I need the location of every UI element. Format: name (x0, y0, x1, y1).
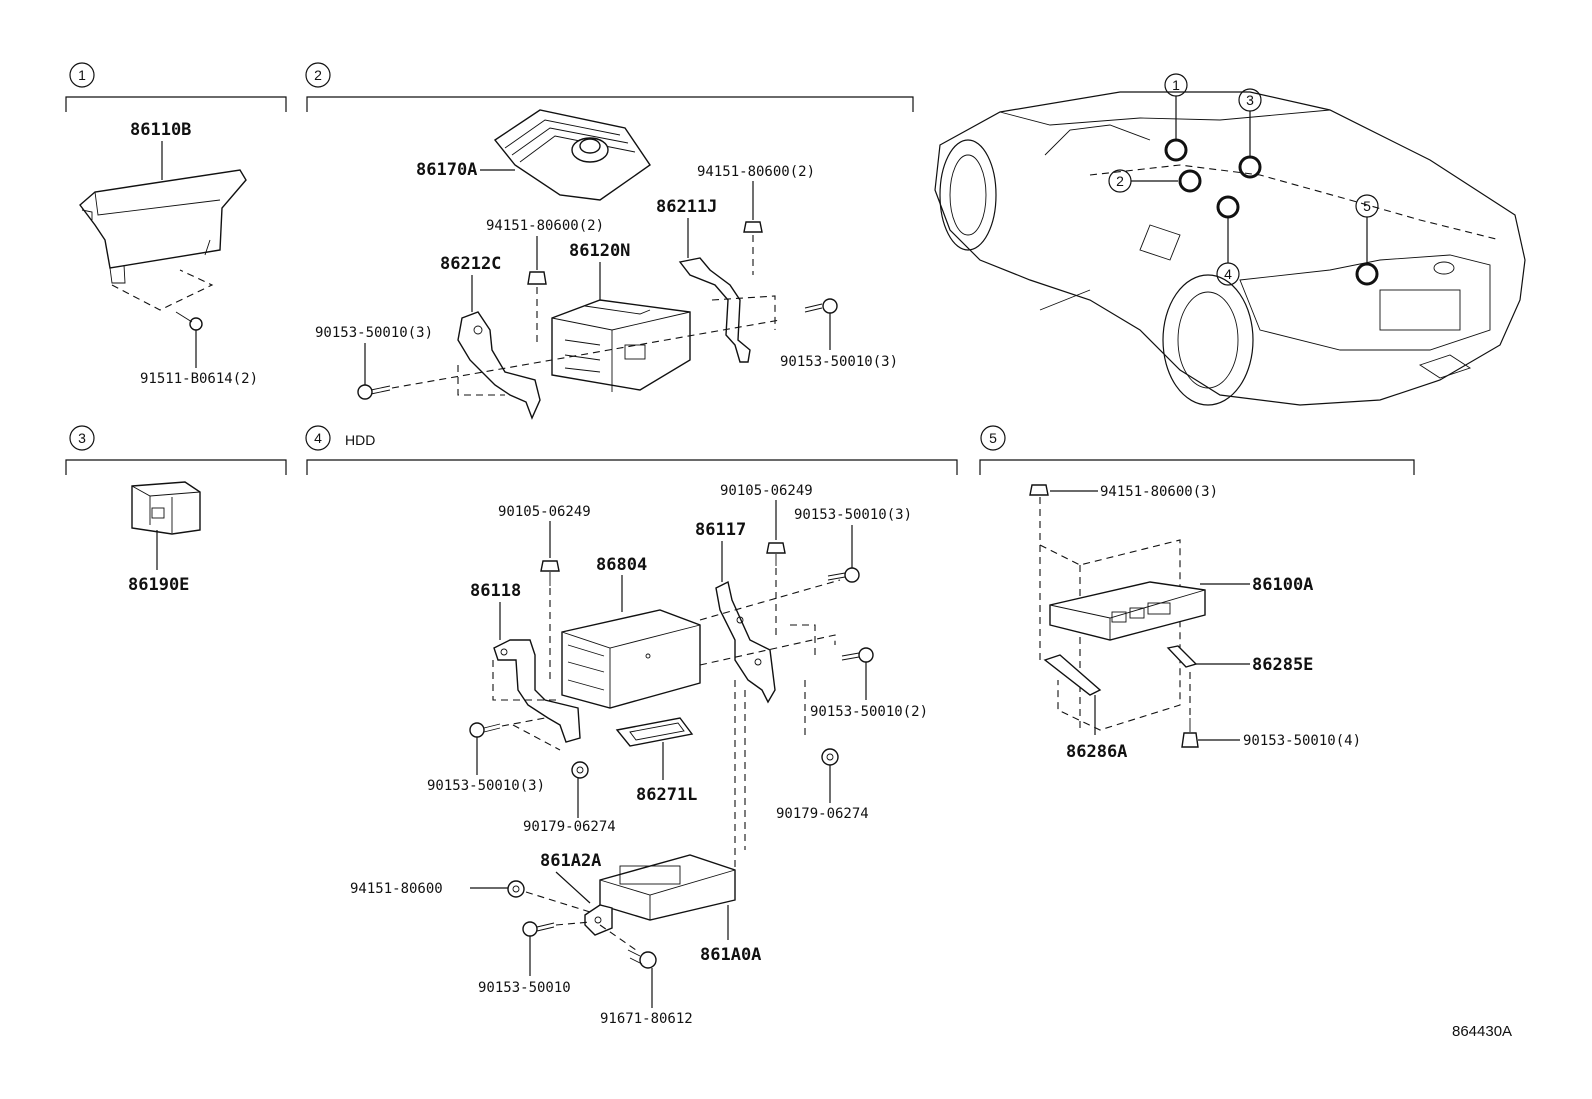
section-3-number: 3 (78, 430, 86, 446)
section-4-parts: 90105-06249 86118 86804 86117 (350, 483, 928, 1027)
section-1-parts: 86110B 91511-B0614(2) (79, 120, 258, 387)
vehicle-marker-4 (1216, 195, 1240, 219)
part-90153-bot-bolt (522, 921, 555, 937)
svg-text:3: 3 (1246, 92, 1254, 108)
part-86286A-drawing (1043, 654, 1102, 696)
label-94151-80600-s5: 94151-80600(3) (1100, 484, 1218, 500)
part-86804-drawing (561, 609, 701, 709)
part-86100A-drawing (1049, 581, 1206, 641)
label-86212C: 86212C (440, 254, 501, 274)
label-90153-50010-left: 90153-50010(3) (315, 325, 433, 341)
label-86120N: 86120N (569, 241, 630, 261)
part-90179-a-nut (571, 761, 589, 779)
label-94151-80600-s4: 94151-80600 (350, 881, 443, 897)
vehicle-callout-1: 1 (1164, 73, 1188, 162)
part-86211J-drawing (678, 257, 751, 363)
section-4-label: HDD (345, 432, 375, 448)
label-86211J: 86211J (656, 197, 717, 217)
label-861A2A: 861A2A (540, 851, 601, 871)
part-94151-mid-nut (527, 271, 547, 285)
label-90179-06274-a: 90179-06274 (523, 819, 616, 835)
vehicle-marker-1 (1164, 138, 1188, 162)
label-86285E: 86285E (1252, 655, 1313, 675)
label-90153-50010-mid: 90153-50010(2) (810, 704, 928, 720)
part-90153-top-bolt (827, 567, 860, 583)
part-86117-drawing (715, 580, 776, 704)
part-90153-right-bolt (804, 298, 838, 314)
section-1-number: 1 (78, 67, 86, 83)
label-86110B: 86110B (130, 120, 191, 140)
part-86120N-drawing (551, 299, 691, 392)
section-5-number: 5 (989, 430, 997, 446)
part-94151-s5-nut (1029, 484, 1049, 496)
part-90105-b-bolt (766, 542, 786, 566)
part-861A2A-drawing (584, 904, 613, 936)
label-86118: 86118 (470, 581, 521, 601)
label-90153-50010-left: 90153-50010(3) (427, 778, 545, 794)
part-86170A-drawing (493, 109, 651, 201)
label-90153-50010-top: 90153-50010(3) (794, 507, 912, 523)
svg-text:4: 4 (1224, 266, 1232, 282)
svg-text:1: 1 (1172, 77, 1180, 93)
label-86117: 86117 (695, 520, 746, 540)
part-86190E-drawing (131, 481, 201, 535)
section-2-number: 2 (314, 67, 322, 83)
figure-code: 864430A (1452, 1023, 1512, 1040)
vehicle-callout-4: 4 (1216, 195, 1240, 286)
label-861A0A: 861A0A (700, 945, 761, 965)
label-86190E: 86190E (128, 575, 189, 595)
part-86271L-drawing (615, 717, 694, 747)
label-90179-06274-b: 90179-06274 (776, 806, 869, 822)
part-90153-left4-bolt (469, 722, 501, 738)
section-3-parts: 86190E (128, 481, 201, 595)
section-2-parts: 86170A 94151-80600(2) 86211J 94151-80600… (315, 109, 898, 420)
part-90179-b-nut (821, 748, 839, 766)
part-90105-a-bolt (540, 560, 560, 586)
vehicle-illustration: 1 2 3 4 5 (934, 73, 1526, 406)
label-94151-80600-top: 94151-80600(2) (697, 164, 815, 180)
part-91511-bolt (175, 311, 203, 331)
vehicle-callout-2: 2 (1108, 169, 1202, 193)
part-90153-left-bolt (357, 384, 391, 400)
svg-text:5: 5 (1363, 198, 1371, 214)
part-86118-drawing (493, 639, 581, 743)
part-86285E-drawing (1166, 645, 1198, 668)
label-91671-80612: 91671-80612 (600, 1011, 693, 1027)
vehicle-callout-5: 5 (1355, 194, 1379, 286)
label-86804: 86804 (596, 555, 647, 575)
section-4-header: 4 HDD (305, 425, 958, 475)
label-90105-06249-a: 90105-06249 (498, 504, 591, 520)
label-86286A: 86286A (1066, 742, 1127, 762)
part-90153-mid-bolt (841, 647, 874, 663)
section-3-header: 3 (65, 425, 287, 475)
part-86212C-drawing (457, 311, 541, 420)
vehicle-callout-3: 3 (1238, 88, 1262, 179)
part-861A0A-drawing (599, 854, 736, 921)
part-90153-s5-bolt (1181, 718, 1199, 748)
label-90153-50010-bot: 90153-50010 (478, 980, 571, 996)
label-86100A: 86100A (1252, 575, 1313, 595)
vehicle-marker-5 (1355, 262, 1379, 286)
section-5-parts: 94151-80600(3) 86100A 86285E 86286A (1029, 484, 1361, 762)
part-91671-bolt (627, 949, 657, 969)
section-2-header: 2 (305, 62, 914, 112)
svg-text:2: 2 (1116, 173, 1124, 189)
section-5-header: 5 (979, 425, 1415, 475)
label-86271L: 86271L (636, 785, 697, 805)
vehicle-marker-2 (1178, 169, 1202, 193)
label-86170A: 86170A (416, 160, 477, 180)
section-1-header: 1 (65, 62, 287, 112)
label-90105-06249-b: 90105-06249 (720, 483, 813, 499)
vehicle-marker-3 (1238, 155, 1262, 179)
label-90153-50010-right: 90153-50010(3) (780, 354, 898, 370)
label-91511-B0614: 91511-B0614(2) (140, 371, 258, 387)
label-94151-80600-mid: 94151-80600(2) (486, 218, 604, 234)
label-90153-50010-s5: 90153-50010(4) (1243, 733, 1361, 749)
part-94151-s4-nut (507, 880, 525, 898)
part-94151-top-nut (743, 221, 763, 233)
part-86110B-drawing (79, 169, 247, 284)
section-4-number: 4 (314, 430, 322, 446)
